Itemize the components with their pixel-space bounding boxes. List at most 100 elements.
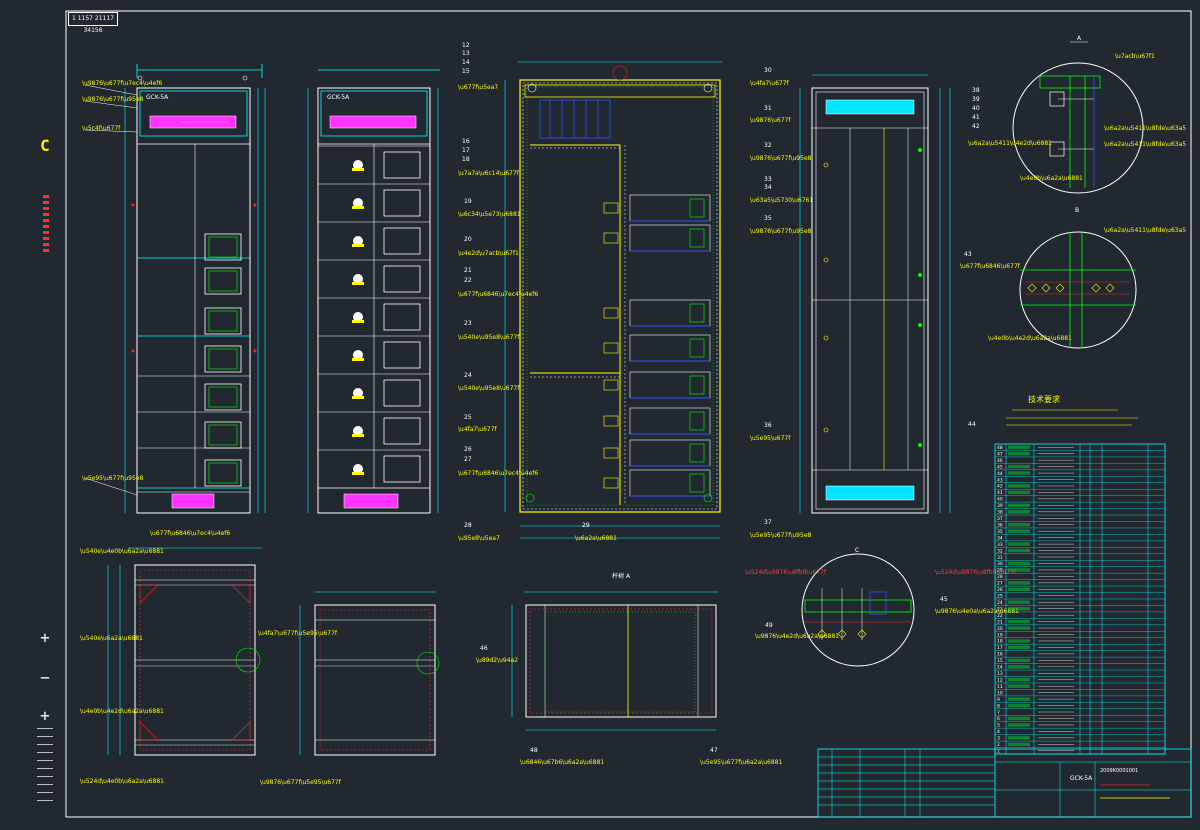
svg-text:\u7acb\u67f1: \u7acb\u67f1	[1115, 53, 1155, 60]
bom-row-number: 28	[997, 574, 1003, 580]
svg-text:\u6a2a\u5411\u8fde\u63a5: \u6a2a\u5411\u8fde\u63a5	[1104, 125, 1186, 132]
svg-text:33: 33	[764, 176, 772, 183]
bom-row-number: 25	[997, 594, 1003, 600]
drawing-tab[interactable]: 1 1157 21117 34156	[68, 12, 118, 34]
svg-text:\u6a2a\u5411\u8fde\u63a5: \u6a2a\u5411\u8fde\u63a5	[1104, 227, 1186, 234]
svg-text:25: 25	[464, 414, 472, 421]
svg-text:34: 34	[764, 184, 772, 191]
svg-text:\u89d2\u94a2: \u89d2\u94a2	[476, 657, 518, 664]
svg-text:\u4fa7\u677f: \u4fa7\u677f	[750, 80, 790, 87]
bom-row-number: 6	[997, 716, 1000, 722]
bom-row-number: 19	[997, 632, 1003, 638]
svg-text:\u5c4f\u677f: \u5c4f\u677f	[82, 125, 121, 132]
bom-row-number: 42	[997, 484, 1003, 490]
svg-text:42: 42	[972, 123, 980, 130]
svg-text:30: 30	[764, 67, 772, 74]
svg-text:28: 28	[464, 522, 472, 529]
front-view-left: GCK-5A \u9876\u677f\u7ec4\	[82, 64, 266, 537]
svg-text:\u4fa7\u677f: \u4fa7\u677f	[458, 426, 498, 433]
bom-row-number: 26	[997, 587, 1003, 593]
panel-title-left: GCK-5A	[146, 94, 169, 101]
svg-text:\u4fa7\u677f\u5e95\u677f: \u4fa7\u677f\u5e95\u677f	[258, 630, 338, 637]
svg-text:27: 27	[464, 456, 472, 463]
layer-strip	[43, 195, 49, 253]
side-view-right: 44	[799, 74, 976, 514]
bom-row-number: 43	[997, 477, 1003, 483]
bom-row-number: 33	[997, 542, 1003, 548]
front-view-right: GCK-5A	[307, 69, 440, 514]
bom-row-number: 38	[997, 510, 1003, 516]
bom-row-number: 10	[997, 690, 1003, 696]
panel-title-right: GCK-5A	[327, 94, 350, 101]
tech-req-title: 技术要求	[1028, 394, 1060, 404]
svg-text:41: 41	[972, 114, 980, 121]
detail-view-b: B 43 \u677f\u6846\u677f \u6a2a\u5411\u8f…	[960, 207, 1186, 349]
bom-row-number: 47	[997, 451, 1003, 457]
svg-text:\u6846\u67b6\u6a2a\u6881: \u6846\u67b6\u6a2a\u6881	[520, 759, 604, 766]
bom-row-number: 13	[997, 671, 1003, 677]
svg-text:\u5e95\u677f: \u5e95\u677f	[750, 435, 791, 442]
svg-text:22: 22	[464, 277, 472, 284]
svg-text:\u7a7a\u6c14\u677f: \u7a7a\u6c14\u677f	[458, 170, 520, 177]
svg-text:\u677f\u6846\u7ec4\u4ef6: \u677f\u6846\u7ec4\u4ef6	[458, 291, 538, 298]
svg-text:\u524d\u4e0b\u6a2a\u6881: \u524d\u4e0b\u6a2a\u6881	[80, 778, 164, 785]
svg-text:\u5e95\u677f\u6a2a\u6881: \u5e95\u677f\u6a2a\u6881	[700, 759, 782, 766]
svg-text:\u9876\u677f\u5e95\u677f: \u9876\u677f\u5e95\u677f	[260, 779, 342, 786]
svg-text:\u4e2d\u7acb\u67f1: \u4e2d\u7acb\u67f1	[458, 250, 519, 257]
svg-text:12: 12	[462, 42, 470, 49]
pan-button[interactable]: +	[40, 706, 50, 725]
svg-text:19: 19	[464, 198, 472, 205]
layer-strip-bottom	[37, 728, 53, 808]
svg-text:43: 43	[964, 251, 972, 258]
svg-text:\u6a2a\u6881: \u6a2a\u6881	[575, 535, 617, 542]
section-view-center: 12 13 14 15 \u677f\u5ea7 16 17 18 \u7a7a…	[458, 42, 813, 542]
bom-row-number: 31	[997, 555, 1003, 561]
bom-row-number: 18	[997, 639, 1003, 645]
svg-text:\u524d\u9876\u8fb9\u677f: \u524d\u9876\u8fb9\u677f	[935, 569, 1017, 576]
svg-text:\u95e8\u5ea7: \u95e8\u5ea7	[458, 535, 500, 542]
app-logo-icon: C	[40, 136, 50, 155]
svg-text:36: 36	[764, 422, 772, 429]
svg-text:32: 32	[764, 142, 772, 149]
technical-requirements: 技术要求	[1006, 394, 1138, 426]
svg-text:49: 49	[765, 622, 773, 629]
zoom-in-button[interactable]: +	[40, 628, 50, 647]
svg-text:38: 38	[972, 87, 980, 94]
bom-row-number: 5	[997, 723, 1000, 729]
svg-text:\u9876\u677f\u95e8: \u9876\u677f\u95e8	[750, 228, 812, 235]
title-drawing-name: GCK-5A	[1070, 775, 1093, 782]
svg-text:\u540e\u95e8\u677f: \u540e\u95e8\u677f	[458, 385, 520, 392]
svg-text:\u6a2a\u5411\u4e2d\u6881: \u6a2a\u5411\u4e2d\u6881	[968, 140, 1052, 147]
bom-row-number: 22	[997, 613, 1003, 619]
svg-text:48: 48	[530, 747, 538, 754]
svg-text:39: 39	[972, 96, 980, 103]
bom-row-number: 29	[997, 568, 1003, 574]
bom-row-number: 40	[997, 497, 1003, 503]
svg-text:16: 16	[462, 138, 470, 145]
svg-text:\u540e\u95e8\u677f: \u540e\u95e8\u677f	[458, 334, 520, 341]
svg-text:13: 13	[462, 50, 470, 57]
bom-row-number: 14	[997, 665, 1003, 671]
detail-view-a: A 38 39 40 41 42 \u7acb\u67f1 \u6a2a\u54…	[968, 35, 1186, 194]
bom-row-number: 27	[997, 581, 1003, 587]
bom-row-number: 2	[997, 742, 1000, 748]
zoom-out-button[interactable]: −	[40, 668, 50, 687]
bom-row-number: 15	[997, 658, 1003, 664]
svg-text:\u9876\u677f\u95e8: \u9876\u677f\u95e8	[82, 96, 144, 103]
svg-text:\u9876\u677f\u7ec4\u4ef6: \u9876\u677f\u7ec4\u4ef6	[82, 80, 162, 87]
bom-row-number: 12	[997, 677, 1003, 683]
mid-bottom-label: 杆树 A	[612, 572, 631, 580]
bom-row-number: 20	[997, 626, 1003, 632]
bom-row-number: 7	[997, 710, 1000, 716]
svg-text:18: 18	[462, 156, 470, 163]
svg-text:35: 35	[764, 215, 772, 222]
svg-text:\u6c34\u5e73\u6881: \u6c34\u5e73\u6881	[458, 211, 521, 218]
svg-text:\u677f\u5ea7: \u677f\u5ea7	[458, 84, 498, 91]
svg-text:\u524d\u9876\u8fb9\u677f: \u524d\u9876\u8fb9\u677f	[745, 569, 827, 576]
bom-row-number: 32	[997, 548, 1003, 554]
bom-row-number: 30	[997, 561, 1003, 567]
bom-row-number: 11	[997, 684, 1003, 690]
svg-text:47: 47	[710, 747, 718, 754]
bom-row-number: 1	[997, 749, 1000, 755]
